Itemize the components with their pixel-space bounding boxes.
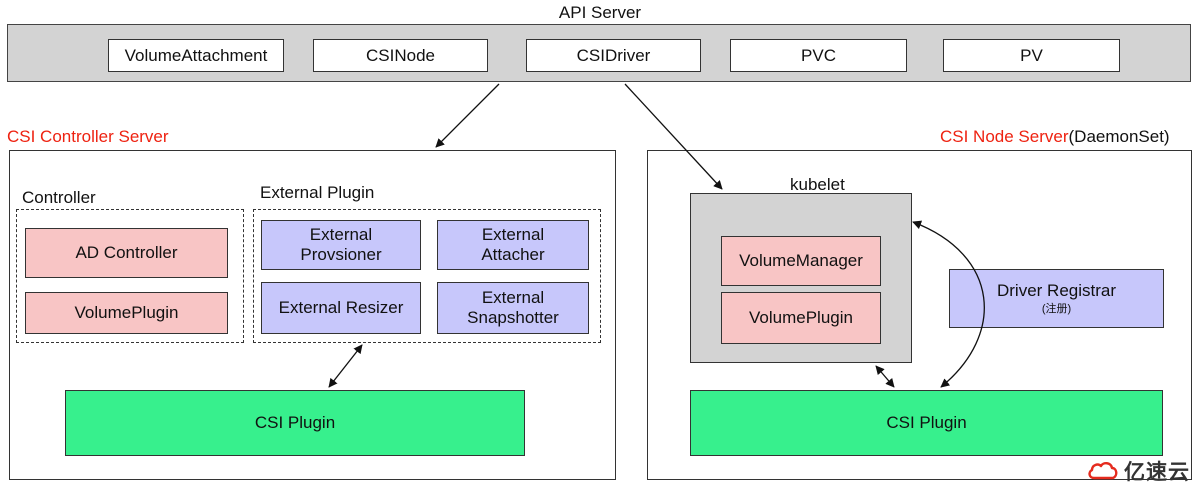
watermark-text: 亿速云 <box>1124 461 1190 484</box>
node-server-title-text: CSI Node Server <box>940 127 1069 146</box>
watermark-logo: 亿速云 <box>1086 456 1190 486</box>
controller-server-title: CSI Controller Server <box>7 127 169 146</box>
driver-registrar-box: Driver Registrar (注册) <box>949 269 1164 328</box>
driver-registrar-label: Driver Registrar <box>996 280 1117 300</box>
driver-registrar-sublabel: (注册) <box>1041 303 1072 316</box>
external-snapshotter-box: External Snapshotter <box>437 282 589 334</box>
api-to-kubelet-arrow <box>624 83 723 190</box>
api-to-controller-arrow <box>435 83 500 148</box>
external-provisioner-box: External Provsioner <box>261 220 421 270</box>
controller-csi-plugin-box: CSI Plugin <box>65 390 525 456</box>
ad-controller-box: AD Controller <box>25 228 228 278</box>
controller-group-frame <box>16 209 244 343</box>
node-server-frame <box>647 150 1192 480</box>
resource-csidriver: CSIDriver <box>526 39 701 72</box>
cloud-icon <box>1088 462 1118 480</box>
controller-group-label: Controller <box>22 188 96 207</box>
kubelet-registrar-plugin-arrow <box>912 220 985 388</box>
api-server-title: API Server <box>558 3 642 22</box>
external-to-plugin-arrow <box>328 344 363 388</box>
external-plugin-label: External Plugin <box>260 183 375 202</box>
node-csi-plugin-box: CSI Plugin <box>690 390 1163 456</box>
resource-pvc: PVC <box>730 39 907 72</box>
external-resizer-box: External Resizer <box>261 282 421 334</box>
volumemanager-box: VolumeManager <box>721 236 881 286</box>
resource-pv: PV <box>943 39 1120 72</box>
volumeplugin-box: VolumePlugin <box>25 292 228 334</box>
resource-volumeattachment: VolumeAttachment <box>108 39 284 72</box>
node-server-title: CSI Node Server(DaemonSet) <box>940 128 1170 145</box>
node-volumeplugin-box: VolumePlugin <box>721 292 881 344</box>
kubelet-label: kubelet <box>790 175 845 194</box>
external-plugin-frame <box>253 209 601 343</box>
controller-server-frame <box>9 150 616 480</box>
external-attacher-box: External Attacher <box>437 220 589 270</box>
node-server-title-suffix: (DaemonSet) <box>1068 127 1170 146</box>
resource-csinode: CSINode <box>313 39 488 72</box>
kubelet-to-plugin-arrow <box>875 365 895 388</box>
